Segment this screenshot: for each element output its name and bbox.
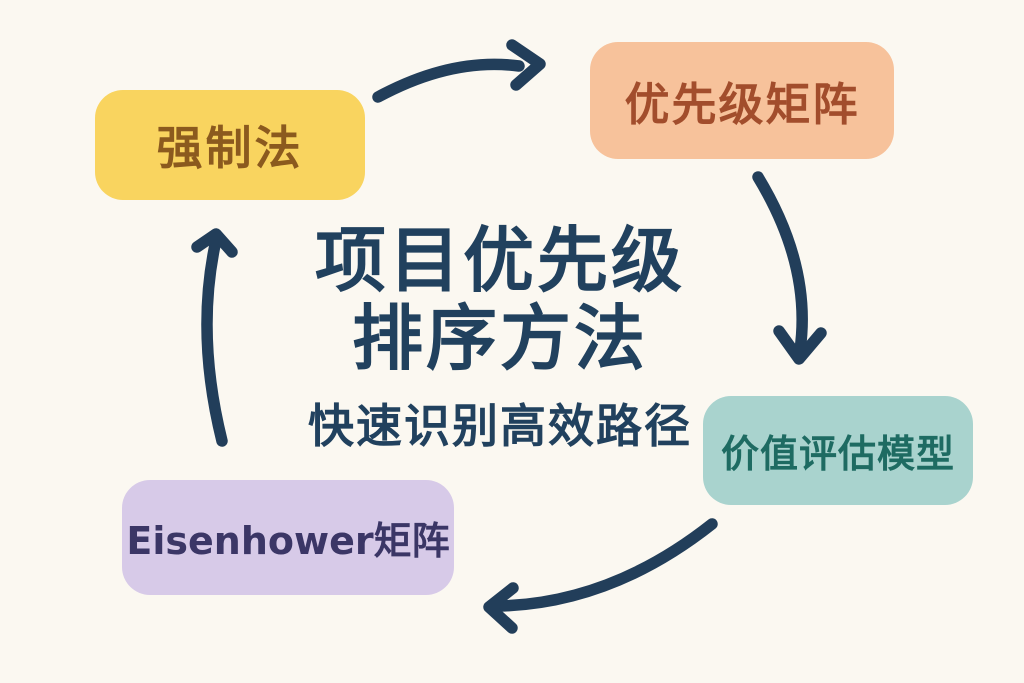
arrow-value-to-eisenhower-icon xyxy=(483,518,718,634)
node-value-model: 价值评估模型 xyxy=(703,396,973,505)
node-forced-ranking-label: 强制法 xyxy=(156,121,304,175)
node-priority-matrix-label: 优先级矩阵 xyxy=(624,78,860,131)
node-eisenhower-matrix: Eisenhower矩阵 xyxy=(122,480,454,595)
arrow-forced-to-priority-icon xyxy=(372,39,546,103)
diagram-title: 项目优先级 排序方法 快速识别高效路径 xyxy=(250,222,750,456)
node-value-model-label: 价值评估模型 xyxy=(720,432,955,476)
diagram-title-line2: 排序方法 xyxy=(351,297,648,380)
node-eisenhower-matrix-label: Eisenhower矩阵 xyxy=(126,519,450,563)
node-forced-ranking: 强制法 xyxy=(95,90,365,200)
diagram-title-line1: 项目优先级 xyxy=(314,219,685,302)
diagram-subtitle: 快速识别高效路径 xyxy=(308,399,692,453)
arrow-eisenhower-to-forced-icon xyxy=(191,228,238,447)
arrow-priority-to-value-icon xyxy=(752,171,827,365)
node-priority-matrix: 优先级矩阵 xyxy=(590,42,894,159)
